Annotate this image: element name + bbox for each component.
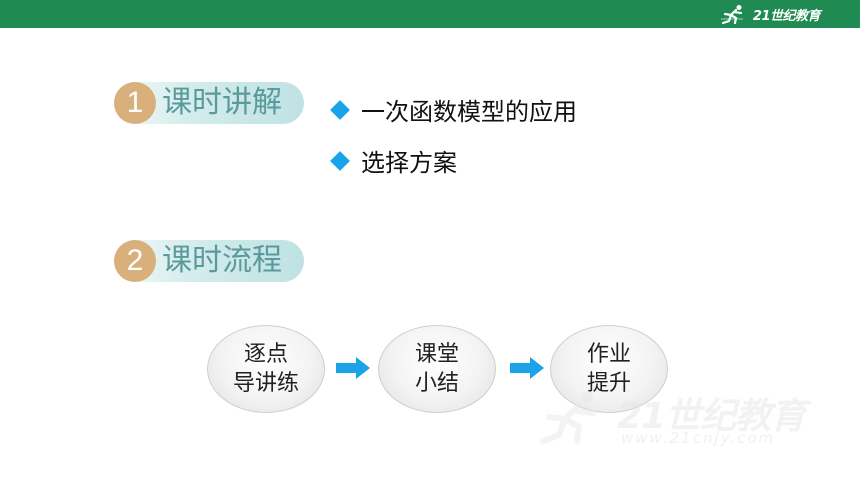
lecture-point: 一次函数模型的应用 bbox=[330, 92, 577, 127]
section-title-lecture: 课时讲解 bbox=[162, 85, 282, 120]
brand-logo: 21世纪教育 bbox=[719, 3, 821, 25]
flow-step-label: 作业 提升 bbox=[586, 342, 631, 396]
brand-name: 21世纪教育 bbox=[752, 8, 821, 24]
flow-step-homework: 作业 提升 bbox=[550, 325, 668, 413]
watermark: 21世纪教育 www.21cnjy.com bbox=[525, 385, 825, 451]
section-pill-lecture: 1 课时讲解 bbox=[114, 82, 304, 124]
flow-step-label: 课堂 小结 bbox=[414, 342, 459, 396]
diamond-bullet-icon bbox=[330, 150, 350, 171]
watermark-runner-icon bbox=[540, 391, 596, 444]
section-number-badge: 1 bbox=[114, 82, 156, 124]
lecture-point-text: 选择方案 bbox=[361, 149, 457, 177]
watermark-title: 21世纪教育 bbox=[617, 396, 806, 437]
header-bar: 21世纪教育 bbox=[0, 0, 860, 28]
runner-logo-icon bbox=[720, 5, 743, 24]
lecture-point-text: 一次函数模型的应用 bbox=[361, 98, 577, 126]
section-pill-process: 2 课时流程 bbox=[114, 240, 304, 282]
section-number-badge: 2 bbox=[114, 240, 156, 282]
right-arrow-icon bbox=[336, 357, 370, 379]
flow-step-practice: 逐点 导讲练 bbox=[207, 325, 325, 413]
diamond-bullet-icon bbox=[330, 99, 350, 120]
flow-step-label: 逐点 导讲练 bbox=[232, 342, 299, 396]
section-title-process: 课时流程 bbox=[162, 243, 282, 278]
flow-step-summary: 课堂 小结 bbox=[378, 325, 496, 413]
lecture-point: 选择方案 bbox=[330, 143, 457, 178]
watermark-url: www.21cnjy.com bbox=[621, 429, 776, 447]
right-arrow-icon bbox=[510, 357, 544, 379]
